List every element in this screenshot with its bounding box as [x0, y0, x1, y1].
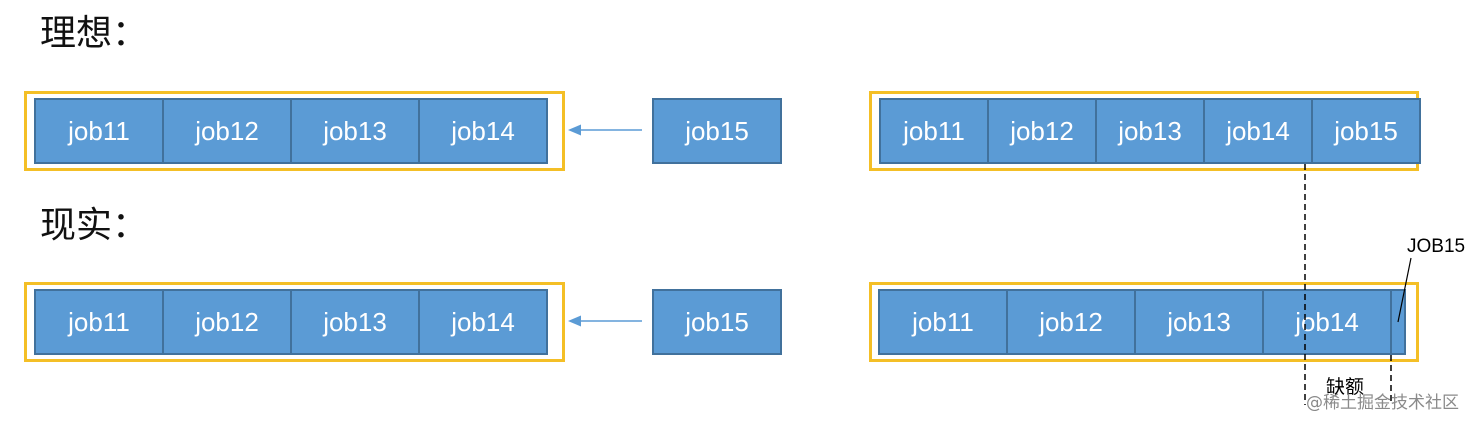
- reality-incoming-job: job15: [652, 289, 782, 355]
- ideal-result: job11 job12 job13 job14 job15: [879, 98, 1421, 164]
- ideal-queue-frame: [24, 91, 565, 171]
- job-block: job12: [162, 98, 292, 164]
- ideal-incoming-job: job15: [652, 98, 782, 164]
- job-block: job14: [1203, 98, 1313, 164]
- ideal-arrow: [568, 124, 642, 136]
- job-block: job13: [1134, 289, 1264, 355]
- job-block: job12: [987, 98, 1097, 164]
- ideal-heading: 理想：: [40, 13, 149, 54]
- job-block: job13: [290, 289, 420, 355]
- reality-heading: 现实：: [40, 205, 149, 246]
- job-block: job12: [162, 289, 292, 355]
- job-block: job15: [1311, 98, 1421, 164]
- gap-label: 缺额: [1326, 376, 1365, 398]
- job-block: job11: [34, 289, 164, 355]
- reality-result-frame: [869, 282, 1419, 362]
- job-block: job14: [1262, 289, 1392, 355]
- job-block: job12: [1006, 289, 1136, 355]
- job-block: job14: [418, 98, 548, 164]
- reality-arrow: [568, 315, 642, 327]
- job-block: job13: [290, 98, 420, 164]
- job-block: job14: [418, 289, 548, 355]
- ideal-queue: job11 job12 job13 job14: [34, 98, 548, 164]
- overflow-callout: JOB15: [1407, 236, 1466, 257]
- watermark: @稀土掘金技术社区: [1306, 393, 1459, 413]
- reality-queue: job11 job12 job13 job14: [34, 289, 548, 355]
- reality-queue-frame: [24, 282, 565, 362]
- job-block: job11: [879, 98, 989, 164]
- overflow-job-sliver: [1390, 289, 1406, 355]
- job-block: job11: [878, 289, 1008, 355]
- reality-result: job11 job12 job13 job14: [878, 289, 1406, 355]
- job-block: job13: [1095, 98, 1205, 164]
- job-block: job11: [34, 98, 164, 164]
